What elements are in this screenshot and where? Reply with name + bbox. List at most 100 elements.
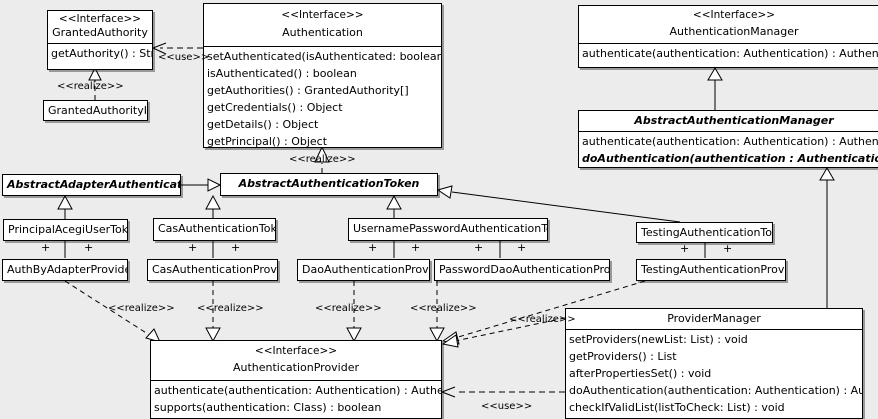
operation: authenticate(authentication: Authenticat… [582, 46, 878, 60]
class-name: TestingAuthenticationToken [641, 226, 772, 239]
operation: getCredentials() : Object [207, 100, 343, 114]
operation: supports(authentication: Class) : boolea… [154, 400, 382, 414]
operations-compartment: setProviders(newList: List) : void getPr… [566, 328, 862, 417]
class-name: PrincipalAcegiUserToken [8, 223, 127, 236]
plus-marker: + [84, 241, 94, 254]
label-use-provider-manager: <<use>> [481, 401, 533, 412]
label-realize-provider-manager: <<realize>> [509, 314, 576, 325]
label-realize-password-dao-authentication-provider: <<realize>> [410, 303, 477, 314]
class-abstract-authentication-token[interactable]: AbstractAuthenticationToken [220, 173, 438, 196]
class-header: <<Interface>> GrantedAuthority [48, 11, 152, 43]
operation: setProviders(newList: List) : void [569, 332, 748, 346]
class-username-password-authentication-token[interactable]: UsernamePasswordAuthenticationToken [348, 218, 548, 241]
class-name: CasAuthenticationToken [158, 222, 275, 235]
label-realize-abstract-authentication-token: <<realize>> [289, 154, 356, 165]
class-abstract-authentication-manager[interactable]: AbstractAuthenticationManager authentica… [578, 110, 878, 168]
plus-marker: + [723, 242, 733, 255]
class-header: PrincipalAcegiUserToken [4, 220, 127, 240]
class-cas-authentication-provider[interactable]: CasAuthenticationProvider [147, 259, 278, 281]
label-realize-granted-authority-impl: <<realize>> [57, 81, 124, 92]
operation: getProviders() : List [569, 349, 677, 363]
plus-marker: + [411, 241, 421, 254]
stereotype-label: <<Interface>> [254, 345, 338, 357]
stereotype-label: <<Interface>> [692, 9, 776, 21]
class-name: GrantedAuthorityImpl [48, 104, 147, 117]
plus-marker: + [368, 241, 378, 254]
class-granted-authority-impl[interactable]: GrantedAuthorityImpl [43, 100, 148, 121]
class-name: AuthenticationManager [669, 25, 799, 39]
operation: afterPropertiesSet() : void [569, 366, 712, 380]
label-realize-auth-by-adapter-provider: <<realize>> [108, 303, 175, 314]
class-name: AbstractAdapterAuthenticationToken [7, 178, 180, 191]
operations-compartment: authenticate(authentication: Authenticat… [579, 42, 878, 63]
label-realize-dao-authentication-provider: <<realize>> [315, 303, 382, 314]
operation: checkIfValidList(listToCheck: List) : vo… [569, 400, 785, 414]
plus-marker: + [231, 241, 241, 254]
stereotype-label: <<Interface>> [281, 9, 364, 21]
class-granted-authority[interactable]: <<Interface>> GrantedAuthority getAuthor… [47, 10, 153, 70]
plus-marker: + [41, 241, 51, 254]
class-header: <<Interface>> AuthenticationManager [579, 6, 878, 43]
class-name: TestingAuthenticationProvider [641, 263, 785, 276]
operation: doAuthentication(authentication : Authen… [582, 151, 878, 165]
operation: doAuthentication(authentication: Authent… [569, 383, 862, 397]
operations-compartment: authenticate(authentication: Authenticat… [579, 130, 878, 168]
class-header: AuthByAdapterProvider [3, 260, 127, 280]
class-header: AbstractAuthenticationToken [221, 174, 437, 194]
class-header: TestingAuthenticationToken [637, 223, 772, 243]
operation: authenticate(authentication: Authenticat… [582, 134, 878, 148]
operation: authenticate(authentication: Authenticat… [154, 383, 441, 397]
class-header: <<Interface>> Authentication [204, 4, 441, 46]
class-header: CasAuthenticationProvider [148, 260, 277, 280]
class-header: CasAuthenticationToken [154, 219, 275, 239]
class-name: DaoAuthenticationProvider [302, 263, 429, 276]
class-password-dao-authentication-provider[interactable]: PasswordDaoAuthenticationProvider [434, 259, 610, 281]
operation: getDetails() : Object [207, 117, 319, 131]
stereotype-label: <<Interface>> [58, 13, 142, 25]
class-testing-authentication-provider[interactable]: TestingAuthenticationProvider [636, 259, 786, 281]
class-authentication-manager[interactable]: <<Interface>> AuthenticationManager auth… [578, 5, 878, 68]
class-name: ProviderManager [667, 312, 761, 325]
operations-compartment: getAuthority() : String [48, 42, 152, 63]
class-header: ProviderManager [566, 309, 862, 329]
operations-compartment: authenticate(authentication: Authenticat… [151, 379, 441, 417]
plus-marker: + [680, 242, 690, 255]
class-cas-authentication-token[interactable]: CasAuthenticationToken [153, 218, 276, 241]
class-header: AbstractAdapterAuthenticationToken [3, 175, 180, 195]
label-use-granted-authority: <<use>> [158, 52, 210, 63]
class-name: Authentication [282, 26, 363, 40]
operation: getAuthorities() : GrantedAuthority[] [207, 83, 409, 97]
label-realize-cas-authentication-provider: <<realize>> [197, 303, 264, 314]
class-header: PasswordDaoAuthenticationProvider [435, 260, 609, 280]
plus-marker: + [517, 241, 527, 254]
class-auth-by-adapter-provider[interactable]: AuthByAdapterProvider [2, 259, 128, 281]
class-principal-acegi-user-token[interactable]: PrincipalAcegiUserToken [3, 219, 128, 241]
class-authentication[interactable]: <<Interface>> Authentication setAuthenti… [203, 3, 442, 148]
class-name: GrantedAuthority [52, 26, 148, 40]
class-name: AbstractAuthenticationManager [634, 114, 834, 127]
class-abstract-adapter-authentication-token[interactable]: AbstractAdapterAuthenticationToken [2, 174, 181, 196]
class-name: AuthByAdapterProvider [7, 263, 127, 276]
class-name: AbstractAuthenticationToken [238, 177, 420, 190]
class-name: PasswordDaoAuthenticationProvider [439, 263, 609, 276]
class-header: DaoAuthenticationProvider [298, 260, 429, 280]
operations-compartment: setAuthenticated(isAuthenticated: boolea… [204, 45, 441, 151]
class-name: AuthenticationProvider [232, 361, 360, 375]
plus-marker: + [188, 241, 198, 254]
class-authentication-provider[interactable]: <<Interface>> AuthenticationProvider aut… [150, 340, 442, 419]
class-name: CasAuthenticationProvider [152, 263, 277, 276]
class-header: <<Interface>> AuthenticationProvider [151, 341, 441, 380]
class-testing-authentication-token[interactable]: TestingAuthenticationToken [636, 222, 773, 243]
class-header: GrantedAuthorityImpl [44, 101, 147, 121]
operation: isAuthenticated() : boolean [207, 66, 357, 80]
class-provider-manager[interactable]: ProviderManager setProviders(newList: Li… [565, 308, 863, 419]
class-header: AbstractAuthenticationManager [579, 111, 878, 131]
operation: getAuthority() : String [51, 46, 152, 60]
operation: getPrincipal() : Object [207, 134, 328, 148]
class-header: TestingAuthenticationProvider [637, 260, 785, 280]
class-header: UsernamePasswordAuthenticationToken [349, 219, 547, 239]
class-name: UsernamePasswordAuthenticationToken [353, 222, 547, 235]
operation: setAuthenticated(isAuthenticated: boolea… [207, 49, 441, 63]
class-dao-authentication-provider[interactable]: DaoAuthenticationProvider [297, 259, 430, 281]
